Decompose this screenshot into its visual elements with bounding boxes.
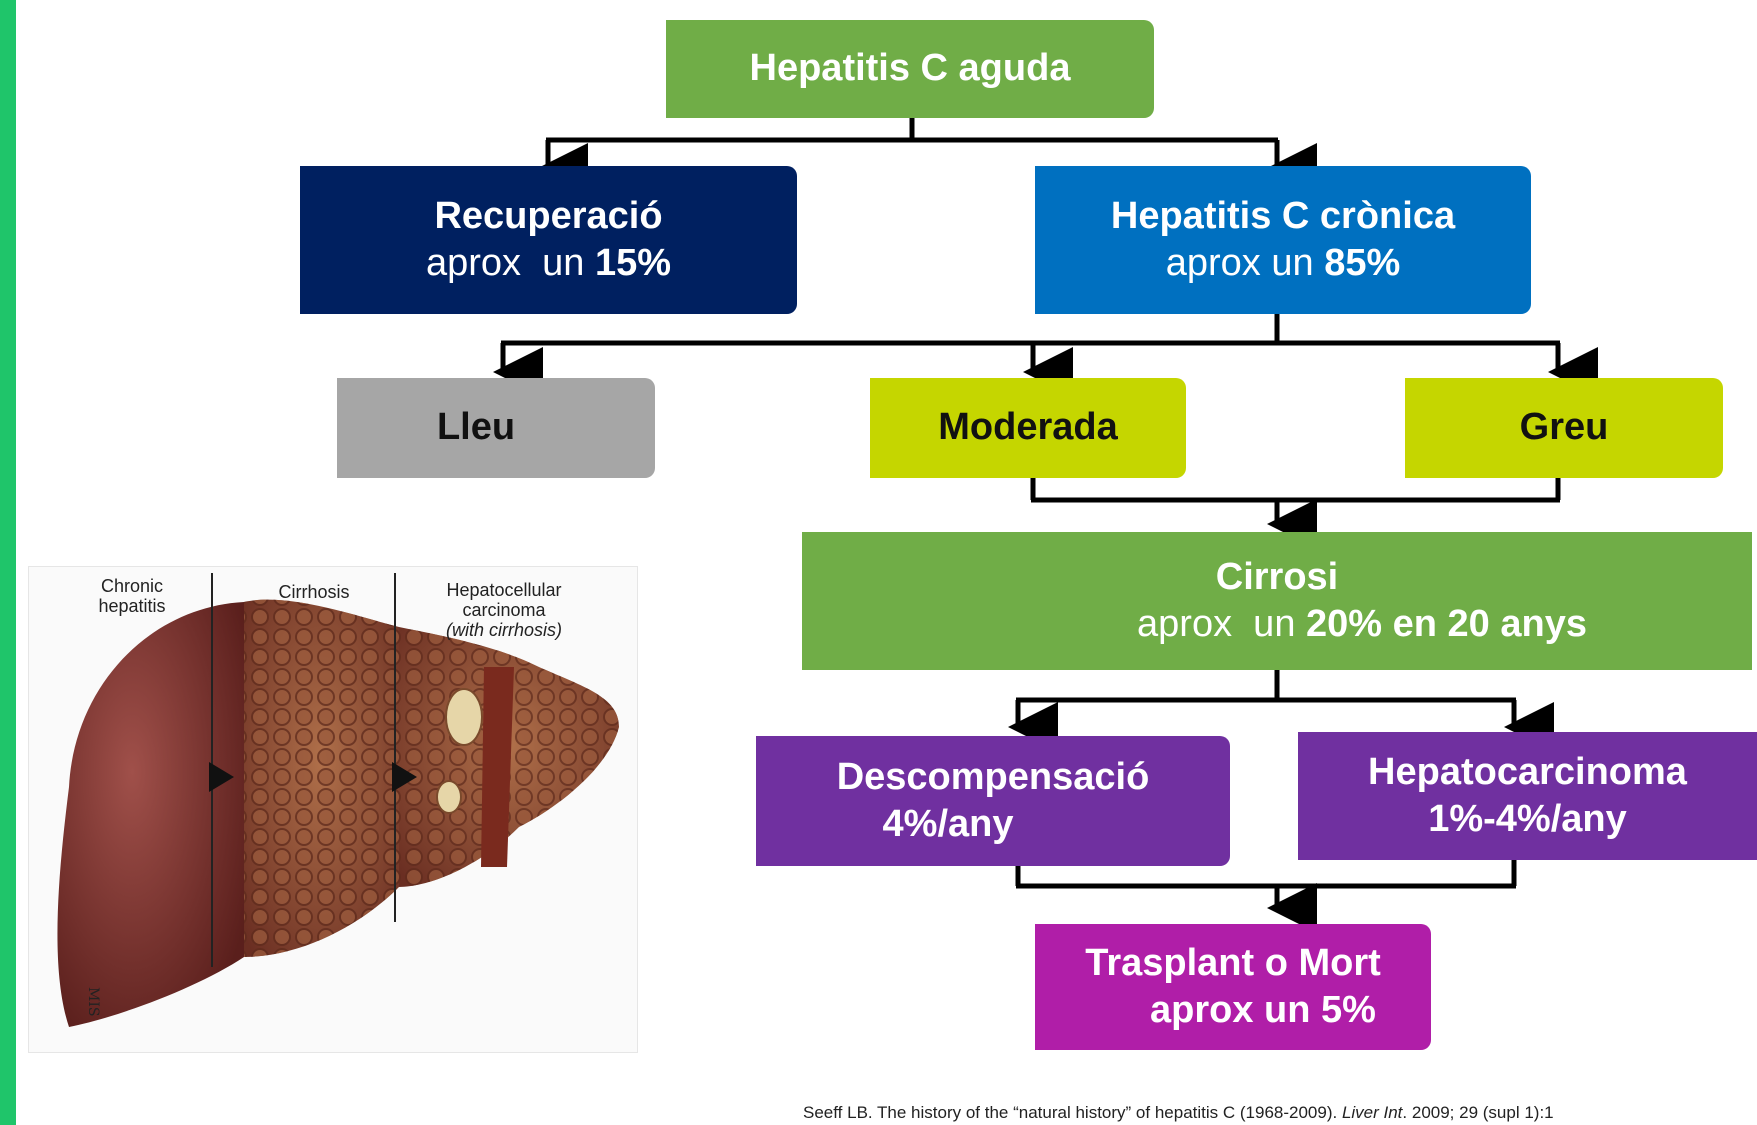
severe-title: Greu	[1519, 406, 1609, 449]
recovery-rate: aprox un 15%	[425, 242, 672, 284]
decompensation-box: Descompensació 4%/any	[756, 736, 1230, 866]
chronic-hepatitis-box: Hepatitis C crònica aprox un 85%	[1035, 166, 1531, 314]
cirrhosis-box: Cirrosi aprox un 20% en 20 anys	[802, 532, 1752, 670]
outcome-rate: aprox un 5%	[1150, 989, 1376, 1031]
chronic-hepatitis-title: Hepatitis C crònica	[1110, 194, 1456, 237]
hepatocarcinoma-box: Hepatocarcinoma 1%-4%/any	[1298, 732, 1757, 860]
decompensation-title: Descompensació	[836, 755, 1150, 798]
label-cirrhosis: Cirrhosis	[278, 582, 350, 602]
liver-drawing: MIS	[57, 573, 619, 1027]
moderate-box: Moderada	[870, 378, 1186, 478]
recovery-title: Recuperació	[434, 194, 663, 237]
mild-title: Lleu	[436, 406, 516, 449]
severe-box: Greu	[1405, 378, 1723, 478]
liver-stages-illustration: MIS Chronic hepatitis Cirrhosis Hepatoce…	[28, 566, 638, 1053]
acute-hepatitis-box: Hepatitis C aguda	[666, 20, 1154, 118]
mild-box: Lleu	[337, 378, 655, 478]
cirrhosis-rate: aprox un 20% en 20 anys	[1137, 603, 1587, 645]
outcome-box: Trasplant o Mort aprox un 5%	[1035, 924, 1431, 1050]
recovery-box: Recuperació aprox un 15%	[300, 166, 797, 314]
acute-hepatitis-title: Hepatitis C aguda	[749, 47, 1071, 90]
hepatocarcinoma-rate: 1%-4%/any	[1428, 798, 1627, 840]
chronic-hepatitis-rate: aprox un 85%	[1165, 242, 1401, 284]
left-accent-bar	[0, 0, 16, 1125]
moderate-title: Moderada	[938, 406, 1118, 449]
cirrhosis-title: Cirrosi	[1215, 555, 1339, 598]
illustrator-signature: MIS	[85, 987, 101, 1016]
outcome-title: Trasplant o Mort	[1085, 941, 1381, 984]
label-chronic-hepatitis: Chronic hepatitis	[98, 576, 166, 616]
decompensation-rate: 4%/any	[882, 803, 1014, 845]
hepatocarcinoma-title: Hepatocarcinoma	[1368, 750, 1687, 793]
reference-citation: Seeff LB. The history of the “natural hi…	[803, 1103, 1554, 1122]
label-hepatocellular-carcinoma: Hepatocellular carcinoma (with cirrhosis…	[445, 580, 562, 640]
